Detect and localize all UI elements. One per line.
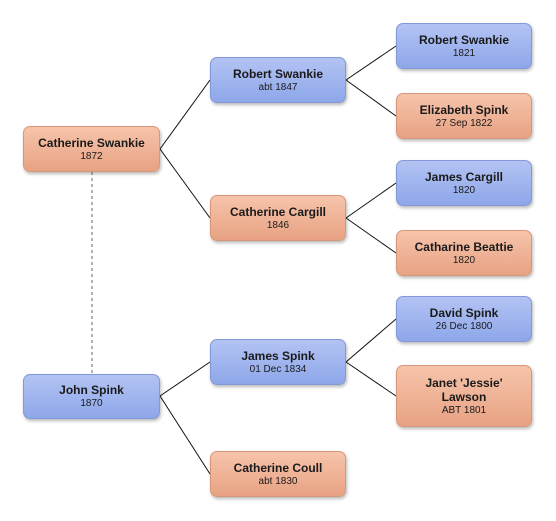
person-name: James Cargill (424, 169, 504, 184)
person-date: 27 Sep 1822 (435, 117, 493, 129)
person-janet-lawson[interactable]: Janet 'Jessie' Lawson ABT 1801 (396, 365, 532, 427)
connector-line (345, 45, 397, 81)
person-name: David Spink (429, 305, 499, 320)
person-robert-swankie-1847[interactable]: Robert Swankie abt 1847 (210, 57, 346, 103)
person-name: James Spink (241, 348, 315, 363)
person-name: Elizabeth Spink (419, 102, 509, 117)
person-name: Robert Swankie (232, 66, 324, 81)
connector-line (345, 361, 397, 397)
person-date: 1820 (452, 184, 476, 196)
person-elizabeth-spink[interactable]: Elizabeth Spink 27 Sep 1822 (396, 93, 532, 139)
person-name: John Spink (59, 383, 124, 397)
person-date: 01 Dec 1834 (249, 363, 307, 375)
connector-line (159, 79, 211, 150)
person-catherine-swankie[interactable]: Catherine Swankie 1872 (23, 126, 160, 172)
person-date: 26 Dec 1800 (435, 320, 493, 332)
person-date: 1821 (452, 47, 476, 59)
person-catharine-beattie[interactable]: Catharine Beattie 1820 (396, 230, 532, 276)
person-name: Catherine Cargill (229, 204, 327, 219)
person-name: Catherine Coull (233, 460, 323, 475)
person-james-cargill[interactable]: James Cargill 1820 (396, 160, 532, 206)
person-name: Robert Swankie (418, 32, 510, 47)
person-david-spink[interactable]: David Spink 26 Dec 1800 (396, 296, 532, 342)
person-catherine-coull[interactable]: Catherine Coull abt 1830 (210, 451, 346, 497)
connector-line (345, 217, 397, 254)
person-name: Catharine Beattie (414, 239, 514, 254)
connector-line (345, 79, 397, 117)
person-date: 1820 (452, 254, 476, 266)
person-date: 1846 (266, 219, 290, 231)
connector-line (159, 361, 211, 397)
connector-line (345, 182, 397, 219)
person-date: ABT 1801 (441, 404, 487, 416)
person-catherine-cargill[interactable]: Catherine Cargill 1846 (210, 195, 346, 241)
person-date: abt 1847 (258, 81, 298, 93)
person-date: 1870 (80, 398, 103, 409)
person-john-spink[interactable]: John Spink 1870 (23, 374, 160, 419)
person-james-spink[interactable]: James Spink 01 Dec 1834 (210, 339, 346, 385)
connector-line (159, 395, 211, 475)
connector-line (345, 318, 397, 363)
person-date: abt 1830 (258, 475, 298, 487)
person-robert-swankie-1821[interactable]: Robert Swankie 1821 (396, 23, 532, 69)
person-date: 1872 (80, 150, 103, 162)
connector-line (159, 148, 211, 219)
person-name: Catherine Swankie (38, 135, 145, 150)
person-name: Janet 'Jessie' Lawson (425, 375, 503, 404)
